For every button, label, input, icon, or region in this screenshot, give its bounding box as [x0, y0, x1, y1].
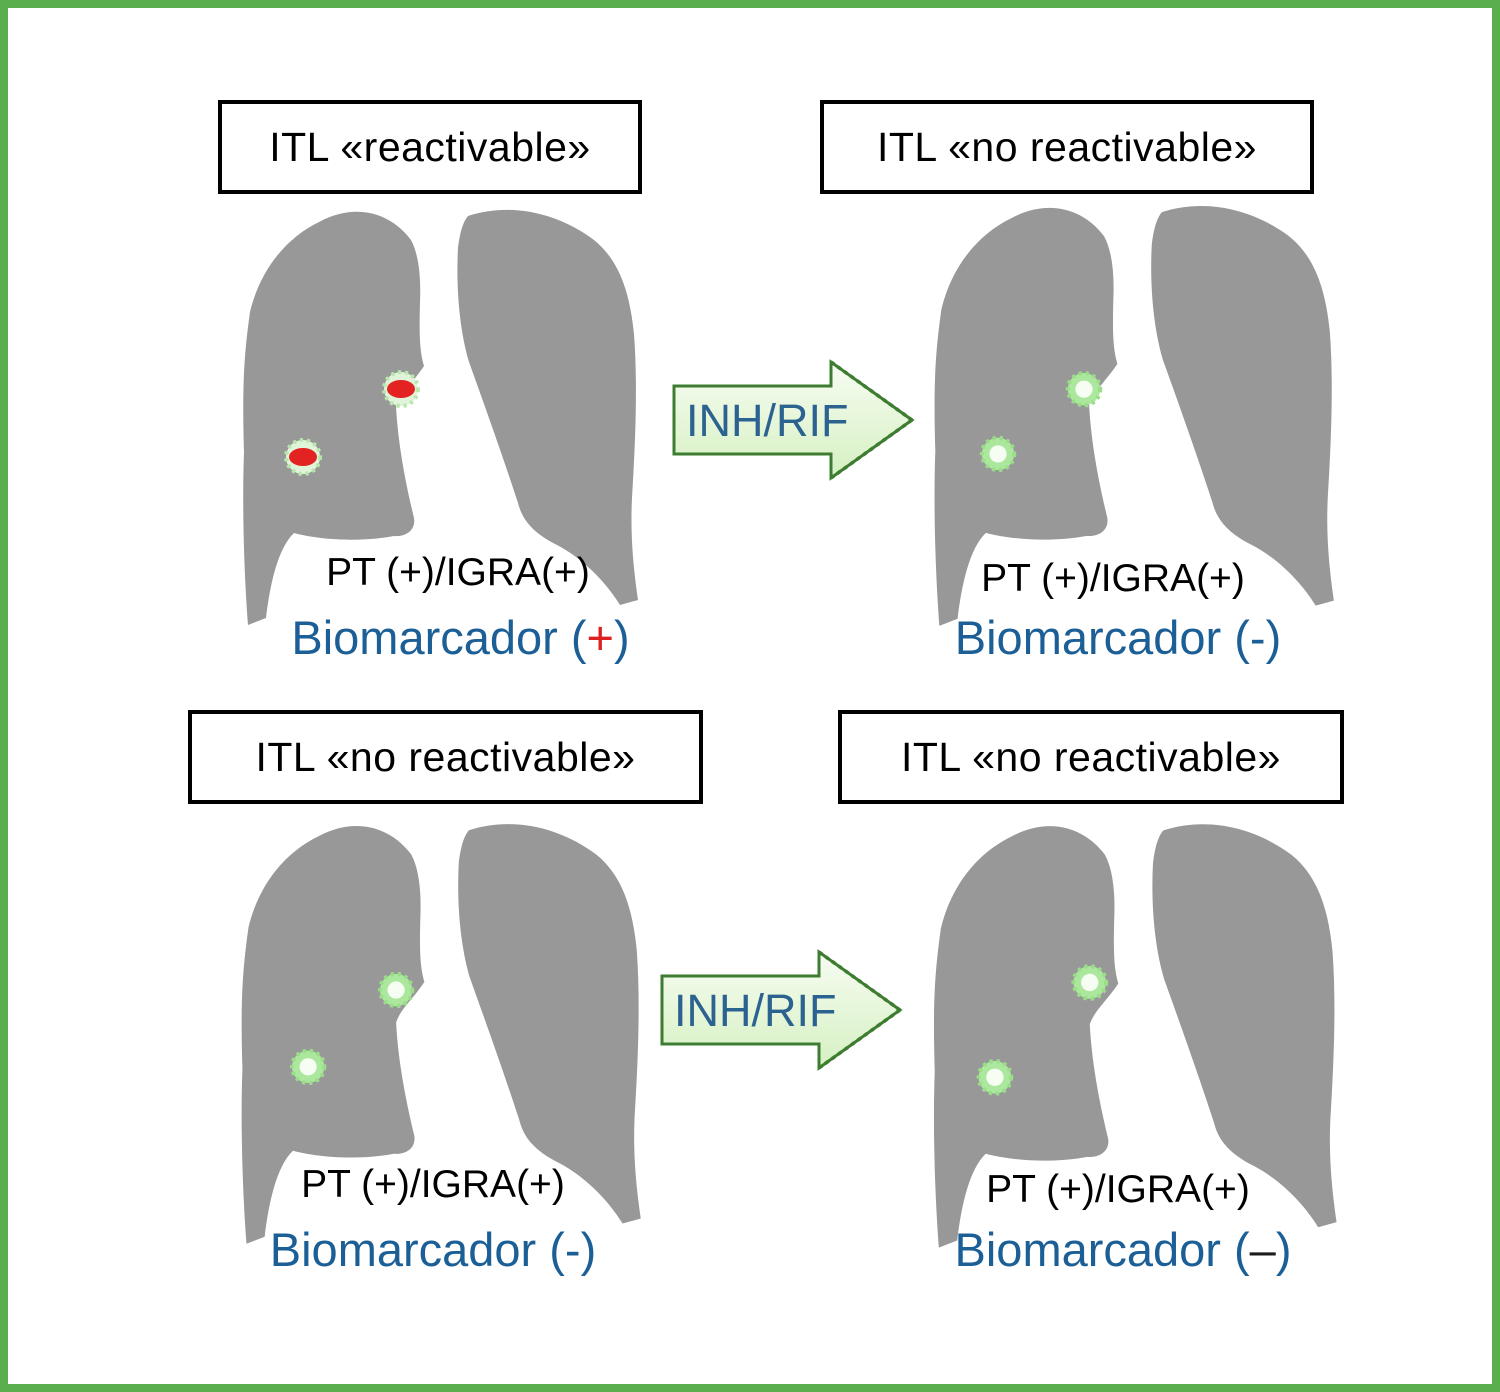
- biomarker-sign: –: [1249, 1223, 1276, 1276]
- itl-status-label: ITL «no reactivable»: [255, 733, 636, 780]
- biomarker-sign: +: [586, 611, 614, 664]
- pt-igra-label: PT (+)/IGRA(+): [981, 557, 1245, 600]
- treatment-arrow-top: INH/RIF: [672, 359, 915, 481]
- pt-igra-label: PT (+)/IGRA(+): [986, 1168, 1250, 1211]
- lesion-spot-upper: [380, 974, 412, 1006]
- lesion-spot-upper: [1073, 966, 1106, 999]
- lesion-spot-upper: [382, 370, 420, 408]
- biomarker-sign: -: [1249, 611, 1266, 664]
- lesion-spot-lower: [284, 438, 322, 476]
- itl-status-label: ITL «no reactivable»: [901, 733, 1281, 780]
- itl-status-box-top-right: ITL «no reactivable»: [820, 100, 1314, 194]
- lesion-spot-lower: [982, 438, 1014, 470]
- arrow-label: INH/RIF: [686, 395, 849, 446]
- arrow-label: INH/RIF: [674, 985, 837, 1036]
- lesion-spot-lower: [292, 1051, 324, 1083]
- itl-status-label: ITL «no reactivable»: [877, 123, 1257, 170]
- pt-igra-label: PT (+)/IGRA(+): [301, 1163, 565, 1206]
- itl-status-label: ITL «reactivable»: [269, 123, 591, 170]
- biomarker-label: Biomarcador (+): [291, 611, 630, 664]
- biomarker-label: Biomarcador (-): [954, 611, 1282, 664]
- lesion-spot-upper: [1068, 373, 1100, 405]
- biomarker-label: Biomarcador (–): [954, 1223, 1292, 1276]
- pt-igra-label: PT (+)/IGRA(+): [326, 551, 590, 594]
- treatment-arrow-bottom: INH/RIF: [660, 949, 903, 1071]
- biomarker-label: Biomarcador (-): [269, 1223, 597, 1276]
- biomarker-sign: -: [564, 1223, 581, 1276]
- itl-status-box-bottom-right: ITL «no reactivable»: [838, 710, 1344, 804]
- lesion-spot-lower: [979, 1061, 1012, 1094]
- itl-status-box-top-left: ITL «reactivable»: [218, 100, 642, 194]
- itl-status-box-bottom-left: ITL «no reactivable»: [188, 710, 703, 804]
